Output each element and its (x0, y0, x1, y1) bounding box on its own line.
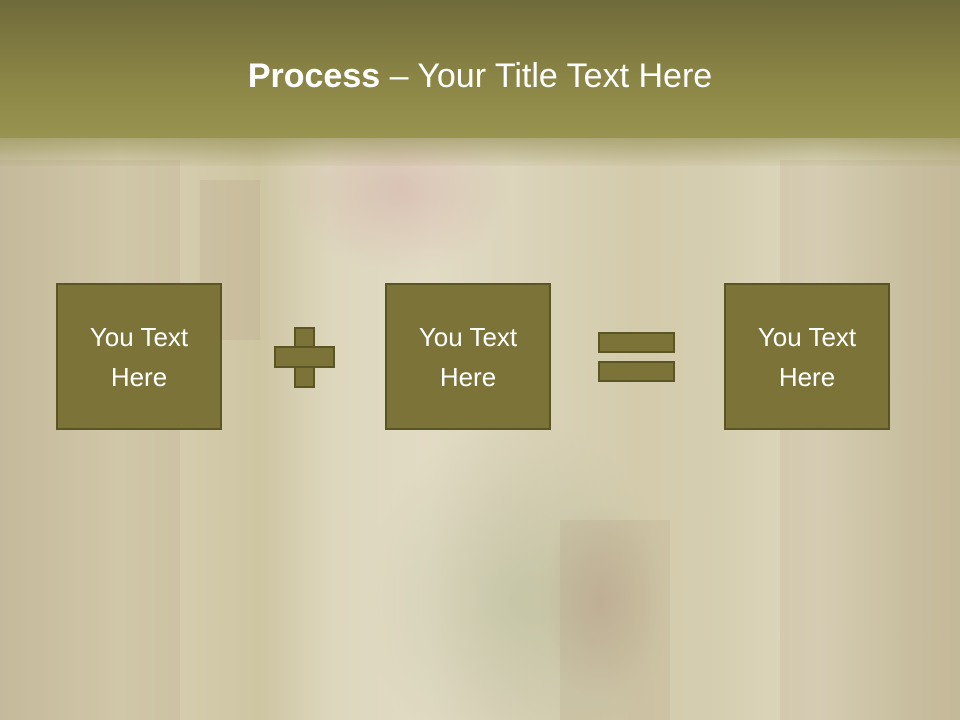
title-rest: – Your Title Text Here (380, 57, 713, 95)
process-box-2[interactable]: You Text Here (385, 283, 551, 430)
equals-top-bar (598, 332, 675, 353)
plus-center (296, 348, 313, 366)
process-box-1[interactable]: You Text Here (56, 283, 222, 430)
slide-title: Process – Your Title Text Here (0, 52, 960, 100)
equals-bottom-bar (598, 361, 675, 382)
process-box-3[interactable]: You Text Here (724, 283, 890, 430)
process-box-3-label: You Text Here (757, 321, 857, 392)
title-band-fade (0, 138, 960, 166)
title-bold: Process (247, 57, 381, 95)
process-box-1-label: You Text Here (89, 321, 189, 392)
doorway (560, 520, 670, 720)
process-box-2-label: You Text Here (418, 321, 518, 392)
stone-wall-left (0, 160, 180, 720)
stone-wall-right (780, 160, 960, 720)
title-band (0, 0, 960, 138)
